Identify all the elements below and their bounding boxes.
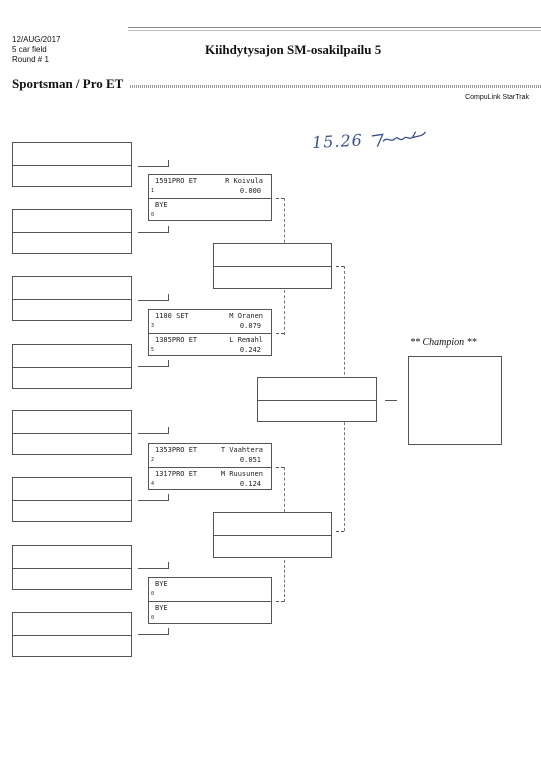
dotted-rule bbox=[130, 85, 541, 88]
match-card: 1591PRO ET R Koivula 0.000 1 BYE 0 bbox=[148, 174, 272, 221]
field-size: 5 car field bbox=[12, 45, 47, 54]
connector bbox=[168, 427, 169, 434]
connector bbox=[276, 198, 284, 199]
lane-number: 0 bbox=[151, 211, 155, 218]
connector bbox=[138, 568, 168, 569]
lane-number: 2 bbox=[151, 457, 155, 463]
handwritten-note: 15.26 bbox=[312, 127, 430, 154]
lane-number: 1 bbox=[151, 188, 155, 194]
connector bbox=[336, 266, 344, 267]
racer-name: L Remahl bbox=[229, 335, 263, 344]
entry-number: BYE bbox=[155, 200, 168, 209]
match-card: 1353PRO ET T Vaahtera 0.051 2 1317PRO ET… bbox=[148, 443, 272, 490]
handwritten-signature bbox=[371, 130, 426, 147]
racer-name: R Koivula bbox=[225, 177, 263, 185]
lane-number: 5 bbox=[151, 346, 155, 353]
connector bbox=[168, 294, 169, 301]
connector bbox=[138, 300, 168, 301]
timing-system-label: CompuLink StarTrak bbox=[465, 94, 529, 101]
connector bbox=[138, 366, 168, 367]
connector bbox=[168, 360, 169, 367]
racer-name: T Vaahtera bbox=[220, 446, 263, 454]
entry-number: BYE bbox=[155, 580, 168, 588]
champion-label: ** Champion ** bbox=[410, 337, 477, 348]
header-rule bbox=[128, 27, 541, 28]
entry-number: 1100 SET bbox=[155, 312, 189, 320]
connector bbox=[168, 562, 169, 569]
bracket-slot bbox=[257, 377, 377, 422]
reaction-time: 0.000 bbox=[239, 187, 261, 195]
match-card: 1100 SET M Oranen 0.079 3 1385PRO ET L R… bbox=[148, 309, 272, 356]
event-title: Kiihdytysajon SM-osakilpailu 5 bbox=[205, 42, 382, 57]
bracket-slot bbox=[12, 344, 132, 389]
reaction-time: 0.051 bbox=[239, 456, 261, 464]
connector bbox=[168, 494, 169, 501]
bracket-slot bbox=[12, 142, 132, 187]
racer-name: M Oranen bbox=[229, 312, 263, 320]
lane-number: 3 bbox=[151, 323, 155, 329]
connector bbox=[168, 160, 169, 167]
connector bbox=[336, 531, 344, 532]
racer-name: M Ruusunen bbox=[220, 469, 263, 478]
entry-number: 1353PRO ET bbox=[155, 446, 198, 454]
lane-number: 4 bbox=[151, 480, 155, 487]
connector bbox=[168, 628, 169, 635]
bracket-slot bbox=[12, 276, 132, 321]
bracket-slot bbox=[213, 243, 332, 289]
bracket-slot bbox=[12, 545, 132, 590]
connector bbox=[276, 333, 284, 334]
connector bbox=[138, 500, 168, 501]
reaction-time: 0.079 bbox=[239, 322, 261, 330]
champion-box bbox=[408, 356, 502, 445]
connector bbox=[138, 232, 168, 233]
connector bbox=[284, 290, 285, 335]
connector bbox=[276, 467, 284, 468]
lane-number: 0 bbox=[151, 591, 155, 597]
class-title: Sportsman / Pro ET bbox=[12, 76, 124, 91]
connector bbox=[168, 226, 169, 233]
bracket-slot bbox=[12, 612, 132, 657]
connector bbox=[284, 467, 285, 512]
lane-number: 0 bbox=[151, 614, 155, 621]
connector bbox=[138, 433, 168, 434]
connector bbox=[138, 166, 168, 167]
round-number: Round # 1 bbox=[12, 55, 49, 64]
bracket-slot bbox=[213, 512, 332, 558]
bracket-slot bbox=[12, 410, 132, 455]
reaction-time: 0.242 bbox=[239, 345, 261, 354]
connector bbox=[138, 634, 168, 635]
entry-number: 1385PRO ET bbox=[155, 335, 198, 344]
entry-number: 1591PRO ET bbox=[155, 177, 198, 185]
connector bbox=[284, 560, 285, 602]
entry-number: BYE bbox=[155, 603, 168, 612]
entry-number: 1317PRO ET bbox=[155, 469, 198, 478]
reaction-time: 0.124 bbox=[239, 479, 261, 488]
bracket-slot bbox=[12, 477, 132, 522]
header-rule bbox=[128, 30, 541, 31]
match-card: BYE 0 BYE 0 bbox=[148, 577, 272, 624]
bracket-slot bbox=[12, 209, 132, 254]
connector bbox=[276, 601, 284, 602]
connector bbox=[284, 198, 285, 248]
event-date: 12/AUG/2017 bbox=[12, 35, 61, 44]
connector bbox=[385, 400, 397, 401]
